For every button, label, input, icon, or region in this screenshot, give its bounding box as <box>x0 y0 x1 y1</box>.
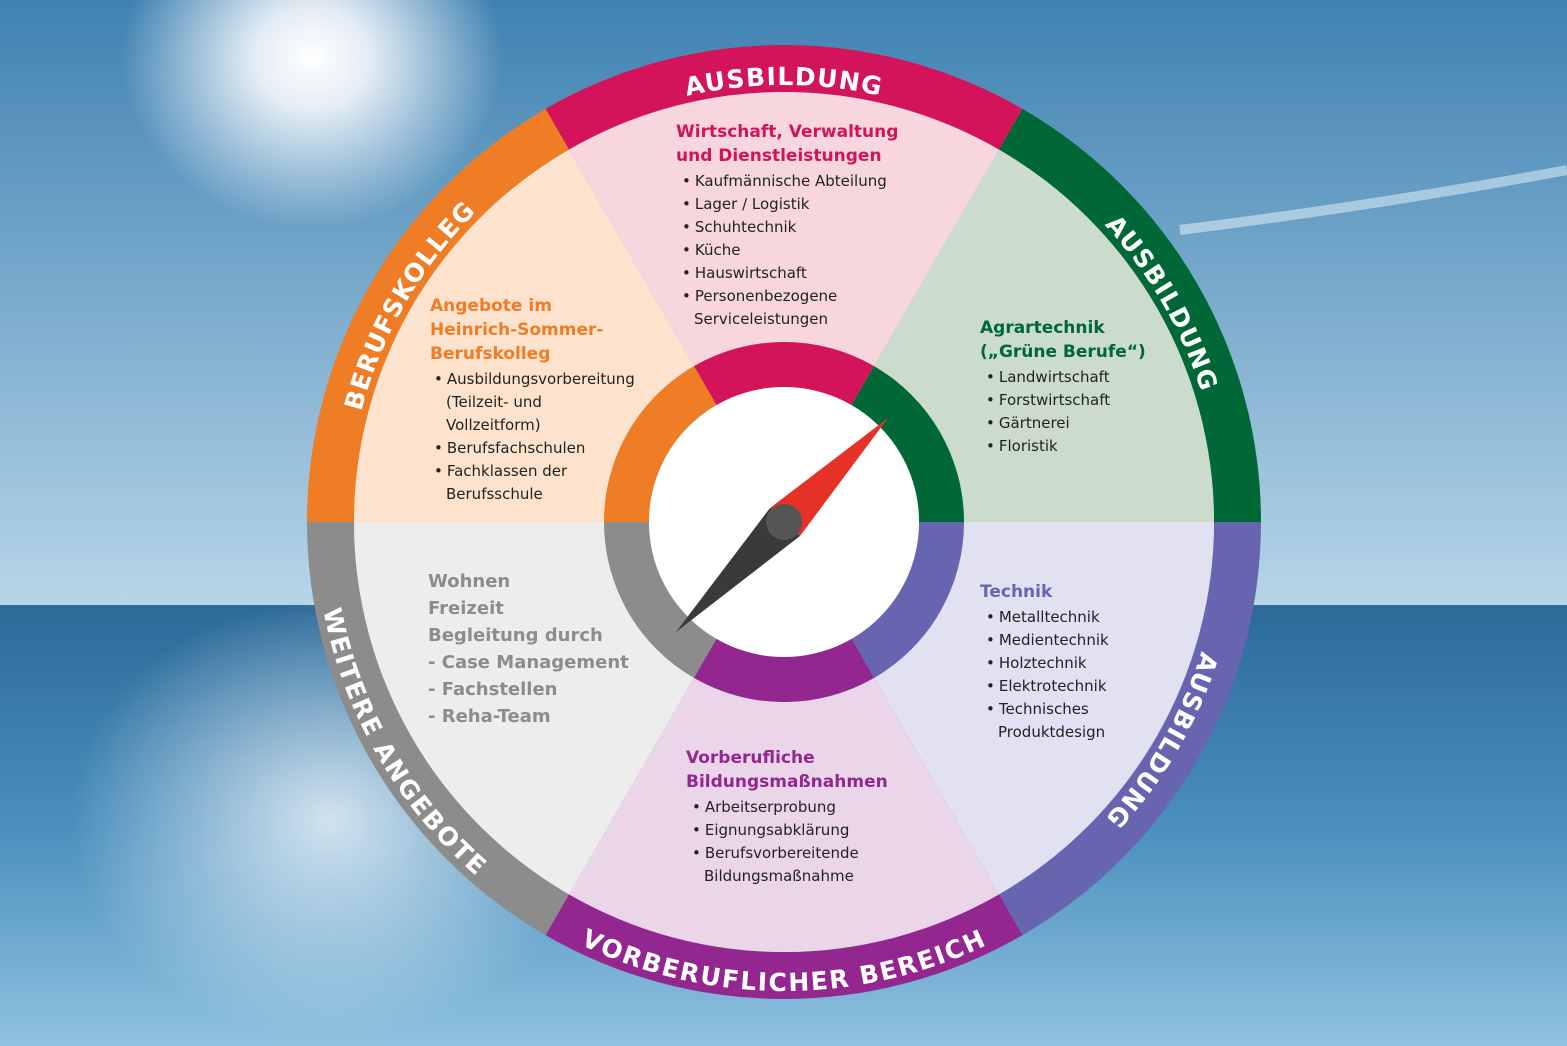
segment-top-right-title-1: Agrartechnik <box>980 318 1105 338</box>
inner-ring-segment-bottom-right <box>851 522 964 678</box>
list-item: Kaufmännische Abteilung <box>682 170 906 193</box>
ring-segment-top-right <box>999 108 1261 522</box>
segment-top-right-text: Agrartechnik („Grüne Berufe“) Landwirtsc… <box>980 316 1180 458</box>
list-item: Hauswirtschaft <box>682 262 906 285</box>
list-item: Berufsfachschulen <box>434 437 630 460</box>
list-item: Floristik <box>986 435 1180 458</box>
segment-bottom-left-line: - Reha-Team <box>428 706 551 727</box>
list-item: Küche <box>682 239 906 262</box>
segment-top-left-title-2: Heinrich-Sommer- <box>430 320 604 340</box>
segment-top-left-text: Angebote im Heinrich-Sommer- Berufskolle… <box>430 294 635 506</box>
list-item: Holztechnik <box>986 652 1180 675</box>
segment-bottom-left-line: Freizeit <box>428 598 504 619</box>
segment-bottom-left-text: Wohnen Freizeit Begleitung durch - Case … <box>428 568 648 730</box>
segment-bottom-left-line: Begleitung durch <box>428 625 603 646</box>
segment-bottom-left-line: - Fachstellen <box>428 679 558 700</box>
list-item: Lager / Logistik <box>682 193 906 216</box>
inner-ring-segment-top-left <box>604 366 717 522</box>
ring-segment-bottom <box>545 894 1023 999</box>
list-item: Elektrotechnik <box>986 675 1180 698</box>
list-item: Ausbildungsvorbereitung (Teilzeit- und V… <box>434 368 635 437</box>
inner-ring-segment-bottom <box>694 638 874 703</box>
list-item: Forstwirtschaft <box>986 389 1180 412</box>
list-item: Eignungsabklärung <box>692 819 926 842</box>
list-item: Landwirtschaft <box>986 366 1180 389</box>
segment-bottom-left-line: Wohnen <box>428 571 511 592</box>
sector-bottom-left <box>354 522 694 895</box>
inner-ring-segment-bottom-left <box>604 522 717 678</box>
list-item: Fachklassen der Berufsschule <box>434 460 586 506</box>
inner-ring-segment-top-right <box>851 366 964 522</box>
ring-segment-bottom-right <box>999 522 1261 936</box>
segment-bottom-left-line: - Case Management <box>428 652 629 673</box>
ring-segment-top-left <box>307 108 569 522</box>
segment-bottom-title-2: Bildungsmaßnahmen <box>686 772 888 792</box>
segment-bottom-right-list: Metalltechnik Medientechnik Holztechnik … <box>986 606 1180 744</box>
segment-bottom-right-text: Technik Metalltechnik Medientechnik Holz… <box>980 580 1180 744</box>
segment-top-right-title-2: („Grüne Berufe“) <box>980 342 1146 362</box>
segment-top-left-list: Ausbildungsvorbereitung (Teilzeit- und V… <box>434 368 635 506</box>
segment-top-right-list: Landwirtschaft Forstwirtschaft Gärtnerei… <box>986 366 1180 458</box>
segment-bottom-right-title: Technik <box>980 582 1053 602</box>
segment-bottom-title-1: Vorberufliche <box>686 748 815 768</box>
sun <box>122 0 502 228</box>
segment-top-left-title-3: Berufskolleg <box>430 344 551 364</box>
segment-bottom-text: Vorberufliche Bildungsmaßnahmen Arbeitse… <box>686 746 926 888</box>
inner-ring-segment-top <box>694 341 874 406</box>
list-item: Schuhtechnik <box>682 216 906 239</box>
segment-top-list: Kaufmännische Abteilung Lager / Logistik… <box>682 170 906 331</box>
segment-top-title-2: und Dienstleistungen <box>676 146 882 166</box>
list-item: Gärtnerei <box>986 412 1180 435</box>
ring-segment-top <box>545 44 1023 150</box>
list-item: Technisches Produktdesign <box>986 698 1123 744</box>
ring-segment-bottom-left <box>307 522 569 936</box>
segment-bottom-list: Arbeitserprobung Eignungsabklärung Beruf… <box>692 796 926 888</box>
segment-top-left-title-1: Angebote im <box>430 296 552 316</box>
list-item: Personenbezogene Serviceleistungen <box>682 285 859 331</box>
compass-needle-icon <box>676 418 888 632</box>
segment-top-text: Wirtschaft, Verwaltung und Dienstleistun… <box>676 120 906 331</box>
list-item: Berufsvorbereitende Bildungsmaßnahme <box>692 842 879 888</box>
list-item: Arbeitserprobung <box>692 796 926 819</box>
segment-top-title-1: Wirtschaft, Verwaltung <box>676 122 899 142</box>
list-item: Metalltechnik <box>986 606 1180 629</box>
list-item: Medientechnik <box>986 629 1180 652</box>
